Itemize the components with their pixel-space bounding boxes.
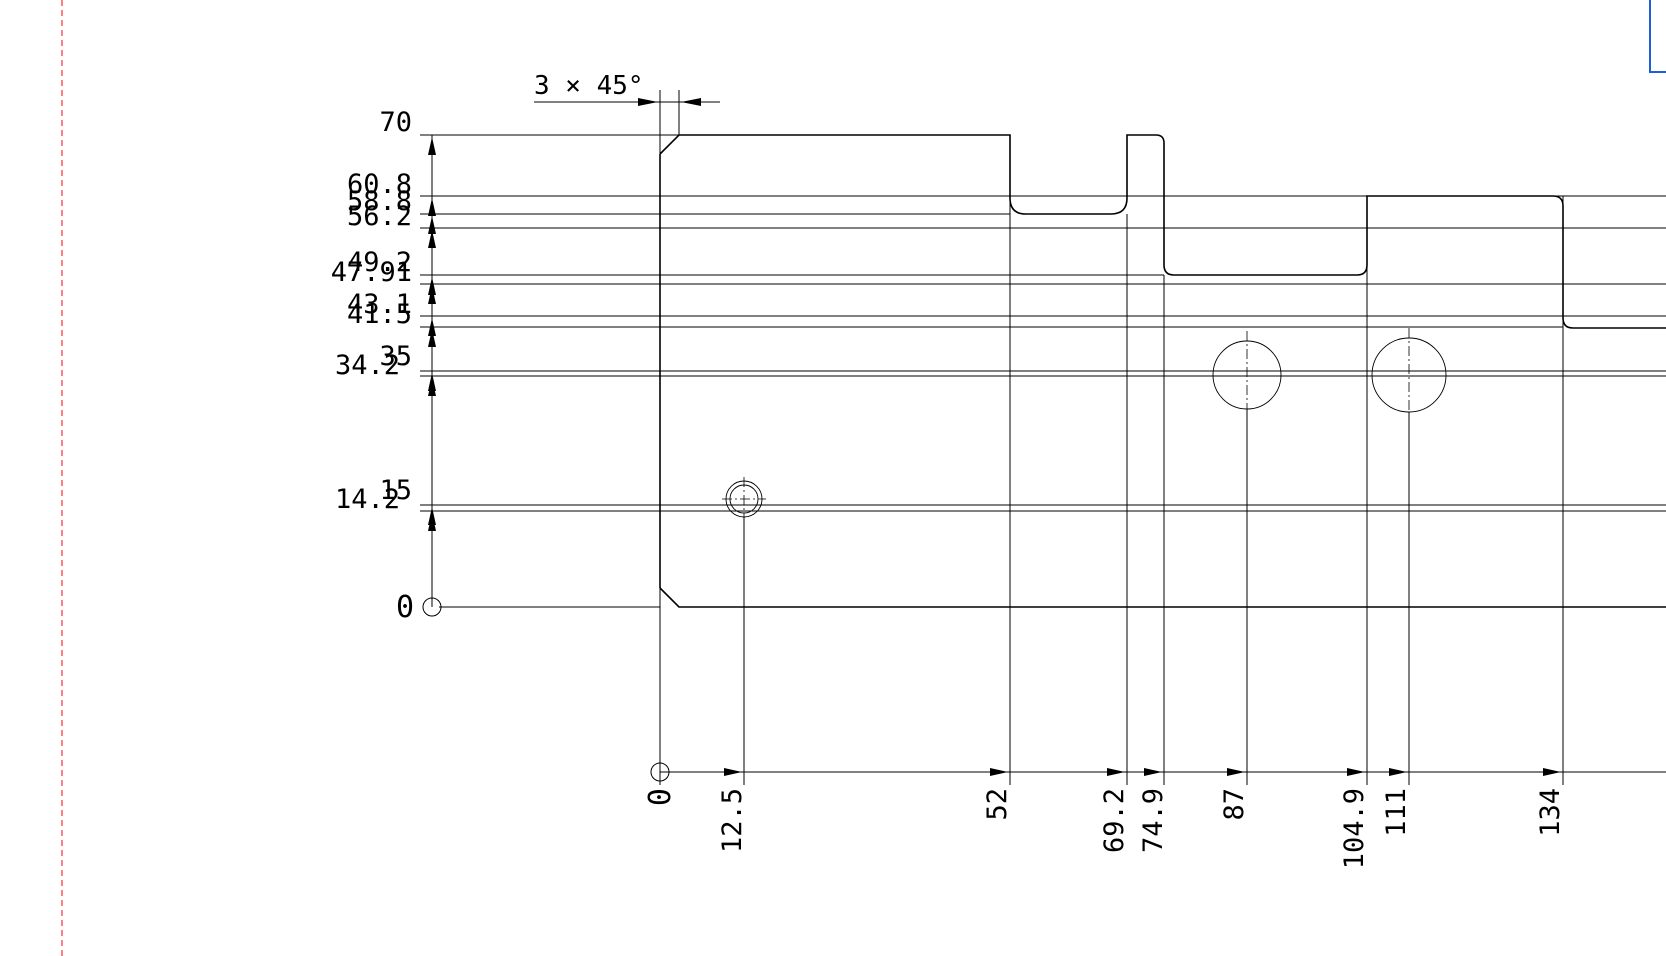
- y-extension-lines: [420, 134, 1666, 608]
- chamfer-callout: 3 × 45°: [534, 71, 720, 106]
- y-label: 47.91: [331, 257, 412, 288]
- x-arrowheads: [724, 768, 1561, 776]
- y-label: 0: [396, 590, 414, 625]
- x-label: 74.9: [1138, 788, 1169, 853]
- y-label: 35: [379, 341, 412, 372]
- y-label: 14.2: [335, 484, 400, 515]
- y-label: 34.2: [335, 350, 400, 381]
- x-labels: 0 12.5 52 69.2 74.9 87 104.9 111 134: [643, 788, 1566, 869]
- x-label: 134: [1535, 788, 1566, 837]
- chamfer-label: 3 × 45°: [534, 71, 644, 101]
- x-label: 87: [1219, 788, 1250, 821]
- y-label: 60.8: [347, 169, 412, 200]
- x-label: 52: [982, 788, 1013, 821]
- x-label: 0: [643, 788, 678, 806]
- hole-small: [722, 477, 766, 521]
- y-label: 49.2: [347, 247, 412, 278]
- y-arrowheads: [428, 137, 436, 531]
- x-label: 12.5: [717, 788, 748, 853]
- x-label: 104.9: [1339, 788, 1370, 869]
- x-label: 69.2: [1099, 788, 1130, 853]
- hole-87: [1212, 331, 1282, 419]
- x-origin-symbol: [650, 762, 670, 782]
- frame-corner: [1649, 0, 1666, 73]
- hole-111: [1371, 328, 1447, 422]
- y-label: 41.5: [347, 299, 412, 330]
- y-label: 58.8: [347, 186, 412, 217]
- x-extension-lines: [659, 90, 1564, 785]
- y-origin-symbol: [422, 597, 442, 617]
- x-label: 111: [1381, 788, 1412, 837]
- y-label: 43.1: [347, 289, 412, 320]
- y-label: 56.2: [347, 201, 412, 232]
- y-labels: 70 60.8 58.8 56.2 49.2 47.91 43.1 41.5 3…: [331, 107, 414, 625]
- y-label: 15: [379, 475, 412, 506]
- y-label: 70: [379, 107, 412, 138]
